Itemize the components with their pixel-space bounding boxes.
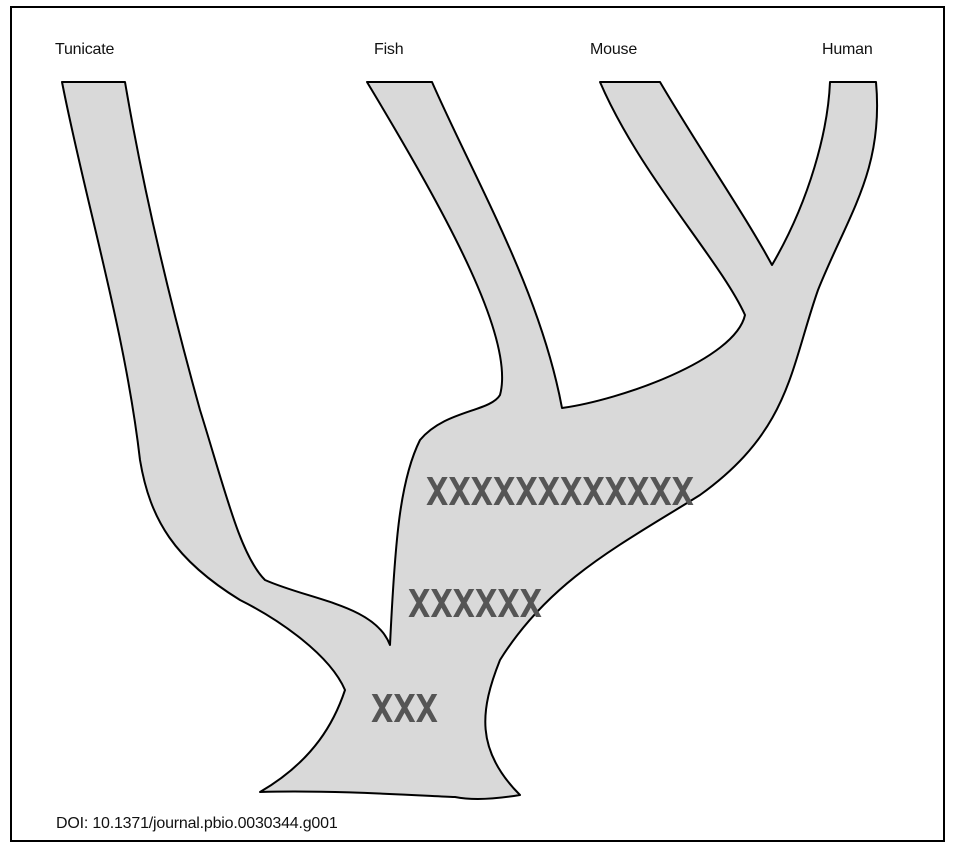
- duplication-marks-row2: XXXXXX: [408, 582, 542, 626]
- tree-branches: [62, 82, 877, 799]
- duplication-marks-row3: XXX: [371, 687, 438, 731]
- doi-caption: DOI: 10.1371/journal.pbio.0030344.g001: [56, 815, 338, 833]
- duplication-marks-row1: XXXXXXXXXXXX: [426, 470, 694, 514]
